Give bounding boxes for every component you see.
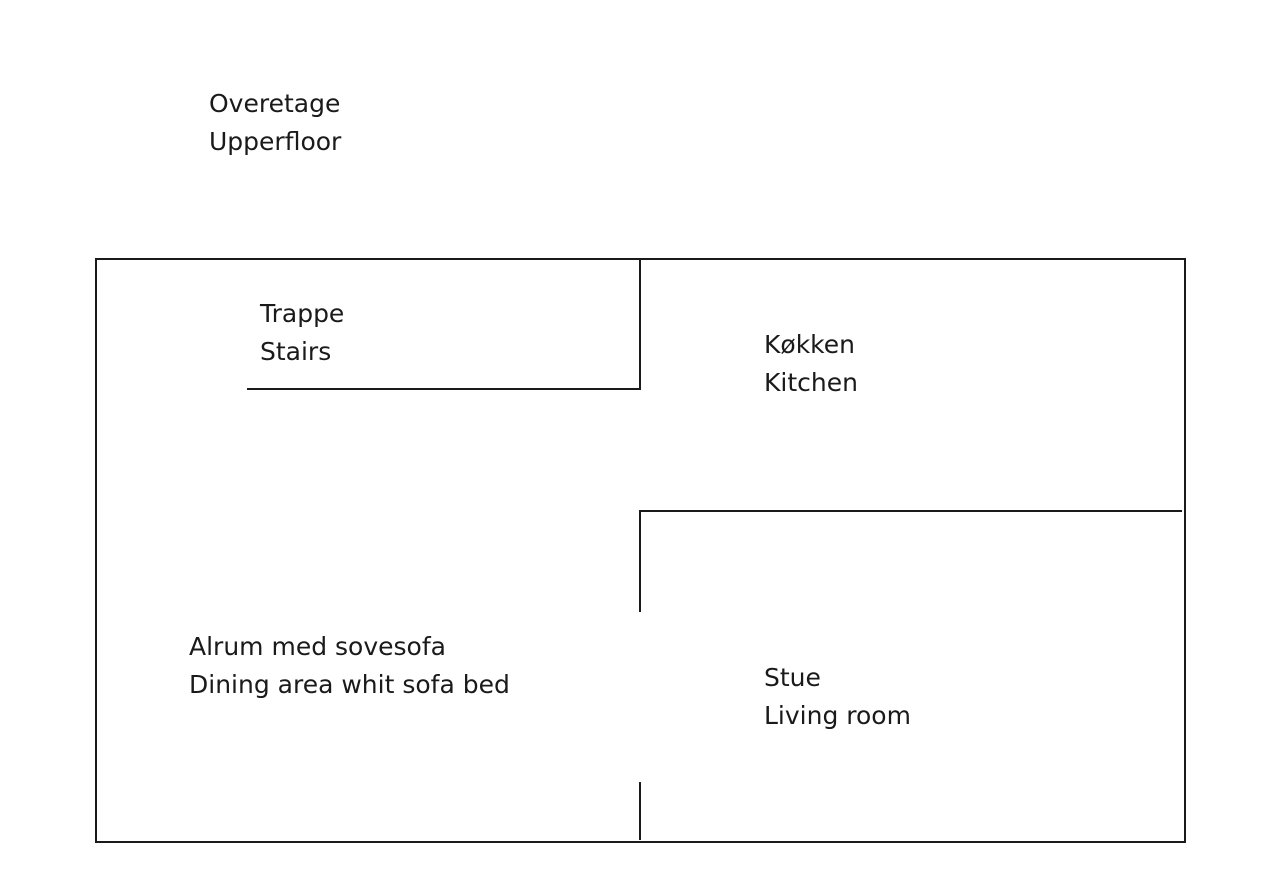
floor-title-danish: Overetage <box>209 89 341 118</box>
stairs-label-danish: Trappe <box>260 299 345 328</box>
wall-stairs-bottom <box>247 388 641 390</box>
floor-title-english: Upperfloor <box>209 127 342 156</box>
wall-stairs-kitchen <box>639 260 641 390</box>
floor-title: Overetage Upperfloor <box>209 85 341 161</box>
room-label-living: Stue Living room <box>764 659 911 735</box>
living-label-danish: Stue <box>764 663 821 692</box>
dining-label-english: Dining area whit sofa bed <box>189 670 510 699</box>
dining-label-danish: Alrum med sovesofa <box>189 632 446 661</box>
room-label-stairs: Trappe Stairs <box>260 295 344 371</box>
room-label-kitchen: Køkken Kitchen <box>764 326 858 402</box>
wall-kitchen-living <box>639 510 1182 512</box>
living-label-english: Living room <box>764 701 911 730</box>
kitchen-label-danish: Køkken <box>764 330 855 359</box>
outer-wall <box>95 258 1186 843</box>
stairs-label-english: Stairs <box>260 337 332 366</box>
wall-dining-living-lower <box>639 782 641 840</box>
wall-dining-living-upper <box>639 510 641 612</box>
room-label-dining: Alrum med sovesofa Dining area whit sofa… <box>189 628 510 704</box>
kitchen-label-english: Kitchen <box>764 368 858 397</box>
